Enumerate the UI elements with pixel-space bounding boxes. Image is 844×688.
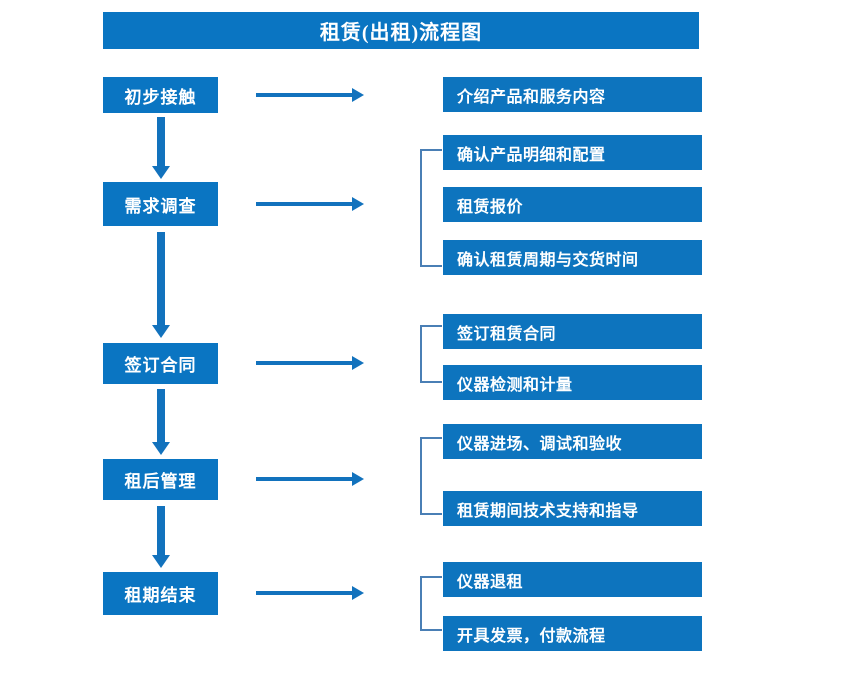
detail-box-rental-quotation[interactable]: 租赁报价 bbox=[443, 187, 702, 222]
arrow-head bbox=[352, 586, 364, 600]
arrow-head bbox=[352, 88, 364, 102]
arrow-to-intro bbox=[256, 87, 364, 103]
arrow-contact-to-survey bbox=[152, 117, 170, 179]
arrow-shaft bbox=[256, 202, 353, 206]
arrow-head bbox=[352, 472, 364, 486]
arrow-head bbox=[152, 555, 170, 568]
arrow-head bbox=[152, 325, 170, 338]
arrow-head bbox=[352, 356, 364, 370]
bracket-requirements bbox=[420, 149, 442, 267]
bracket-closing bbox=[420, 576, 442, 631]
stage-box-initial-contact[interactable]: 初步接触 bbox=[103, 77, 218, 113]
stage-box-sign-contract[interactable]: 签订合同 bbox=[103, 343, 218, 384]
arrow-shaft bbox=[157, 117, 165, 167]
arrow-shaft bbox=[256, 361, 353, 365]
bracket-management bbox=[420, 437, 442, 515]
arrow-contract-to-management bbox=[152, 389, 170, 455]
detail-box-sign-rental-contract[interactable]: 签订租赁合同 bbox=[443, 314, 702, 349]
arrow-to-closing bbox=[256, 585, 364, 601]
arrow-survey-to-contract bbox=[152, 232, 170, 338]
arrow-to-survey bbox=[256, 196, 364, 212]
detail-box-invoice-payment[interactable]: 开具发票，付款流程 bbox=[443, 616, 702, 651]
arrow-head bbox=[152, 166, 170, 179]
detail-box-introduce-products[interactable]: 介绍产品和服务内容 bbox=[443, 77, 702, 112]
arrow-to-management bbox=[256, 471, 364, 487]
stage-box-requirement-survey[interactable]: 需求调查 bbox=[103, 182, 218, 226]
page-title: 租赁(出租)流程图 bbox=[103, 12, 699, 49]
arrow-shaft bbox=[157, 506, 165, 556]
detail-box-instrument-return[interactable]: 仪器退租 bbox=[443, 562, 702, 597]
arrow-shaft bbox=[157, 389, 165, 443]
arrow-shaft bbox=[256, 477, 353, 481]
detail-box-confirm-period-delivery[interactable]: 确认租赁周期与交货时间 bbox=[443, 240, 702, 275]
detail-box-instrument-inspection[interactable]: 仪器检测和计量 bbox=[443, 365, 702, 400]
arrow-management-to-closing bbox=[152, 506, 170, 568]
stage-box-rental-end[interactable]: 租期结束 bbox=[103, 572, 218, 615]
arrow-shaft bbox=[256, 93, 353, 97]
stage-box-post-rental-management[interactable]: 租后管理 bbox=[103, 459, 218, 500]
arrow-shaft bbox=[157, 232, 165, 326]
detail-box-confirm-product-details[interactable]: 确认产品明细和配置 bbox=[443, 135, 702, 170]
arrow-head bbox=[352, 197, 364, 211]
arrow-to-contract bbox=[256, 355, 364, 371]
bracket-contract bbox=[420, 325, 442, 383]
detail-box-instrument-onsite-commissioning[interactable]: 仪器进场、调试和验收 bbox=[443, 424, 702, 459]
arrow-shaft bbox=[256, 591, 353, 595]
arrow-head bbox=[152, 442, 170, 455]
detail-box-technical-support[interactable]: 租赁期间技术支持和指导 bbox=[443, 491, 702, 526]
